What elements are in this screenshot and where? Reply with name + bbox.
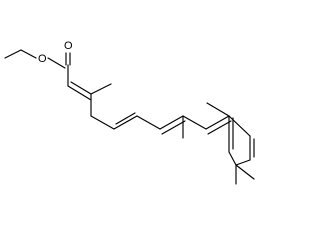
bond-ring-c2-c3: [228, 151, 237, 166]
bond-c5-c6-1: [113, 115, 138, 130]
bond-o-carbonyl-carbon: [47, 57, 66, 69]
bond-c8-c9: [182, 115, 207, 130]
bond-c6-c7: [136, 115, 161, 130]
bond-c3-methyl: [90, 83, 112, 95]
atom-label-oxygen-carbonyl: O: [64, 40, 73, 52]
bond-c4-c5: [90, 115, 115, 130]
bond-c2-c3-1: [67, 85, 92, 101]
atom-label-oxygen-ester: O: [38, 53, 47, 65]
bond-gem-methyl-2: [235, 164, 255, 180]
bond-c2-c3-2: [70, 81, 92, 95]
bond-c5-c6-2: [115, 112, 136, 125]
bond-c7-c8-2: [161, 120, 186, 135]
bond-ethyl-ch3-ch2: [4, 49, 22, 59]
bond-c7-c8-1: [159, 115, 184, 130]
bond-c9-c10-1: [205, 115, 230, 130]
bond-ring-c1-methyl: [206, 102, 230, 117]
bond-ethyl-ch2-o: [20, 49, 37, 59]
bond-c9-c10-2: [207, 120, 232, 135]
bond-ring-c5-c6: [228, 115, 251, 137]
chemical-structure-diagram: O O: [4, 40, 255, 185]
structure-canvas: O O: [4, 40, 255, 185]
bond-ring-c3-c4: [235, 159, 251, 166]
